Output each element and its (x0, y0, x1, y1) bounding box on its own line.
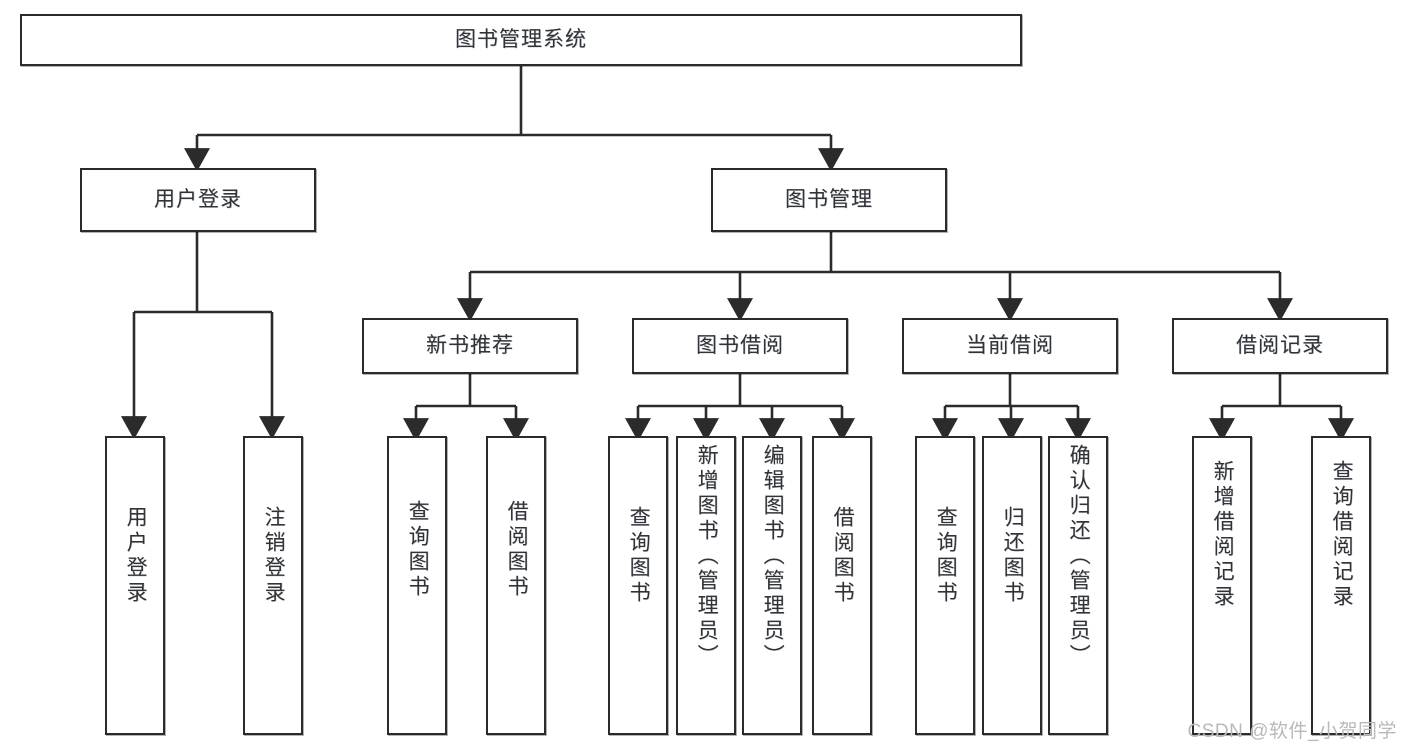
node-root[interactable]: 图书管理系统 (20, 14, 1022, 66)
node-user-login[interactable]: 用户登录 (80, 168, 316, 232)
node-root-label: 图书管理系统 (455, 27, 587, 51)
node-book-borrow-label: 图书借阅 (696, 333, 784, 357)
node-leaf-add-record[interactable]: 新增借阅记录 (1192, 436, 1252, 735)
node-borrow-record[interactable]: 借阅记录 (1172, 318, 1388, 374)
node-book-borrow[interactable]: 图书借阅 (632, 318, 848, 374)
node-leaf-query-book-3[interactable]: 查询图书 (915, 436, 975, 735)
node-leaf-user-logout[interactable]: 注销登录 (243, 436, 303, 735)
node-leaf-borrow-book-2[interactable]: 借阅图书 (812, 436, 872, 735)
node-leaf-return-book-label: 归还图书 (1001, 506, 1025, 606)
node-leaf-query-book-1[interactable]: 查询图书 (387, 436, 447, 735)
node-new-book-rec[interactable]: 新书推荐 (362, 318, 578, 374)
node-leaf-borrow-book-1[interactable]: 借阅图书 (486, 436, 546, 735)
node-leaf-add-book[interactable]: 新增图书（管理员） (676, 436, 736, 735)
node-current-borrow[interactable]: 当前借阅 (902, 318, 1118, 374)
watermark: CSDN @软件_小贺同学 (1187, 721, 1397, 742)
node-leaf-query-record[interactable]: 查询借阅记录 (1311, 436, 1371, 735)
node-current-borrow-label: 当前借阅 (966, 333, 1054, 357)
node-leaf-query-book-1-label: 查询图书 (406, 500, 430, 600)
node-leaf-user-login-label: 用户登录 (124, 506, 148, 606)
node-new-book-rec-label: 新书推荐 (426, 333, 514, 357)
node-leaf-query-book-3-label: 查询图书 (934, 506, 958, 606)
node-book-manage-label: 图书管理 (785, 187, 873, 211)
node-leaf-confirm-return[interactable]: 确认归还（管理员） (1048, 436, 1108, 735)
node-leaf-confirm-return-label: 确认归还（管理员） (1067, 444, 1091, 669)
node-leaf-query-book-2-label: 查询图书 (627, 506, 651, 606)
node-leaf-add-record-label: 新增借阅记录 (1211, 460, 1235, 610)
node-book-manage[interactable]: 图书管理 (711, 168, 947, 232)
node-user-login-label: 用户登录 (154, 187, 242, 211)
node-leaf-return-book[interactable]: 归还图书 (982, 436, 1042, 735)
node-leaf-edit-book[interactable]: 编辑图书（管理员） (742, 436, 802, 735)
node-leaf-add-book-label: 新增图书（管理员） (695, 444, 719, 669)
node-leaf-edit-book-label: 编辑图书（管理员） (761, 444, 785, 669)
node-leaf-user-logout-label: 注销登录 (262, 506, 286, 606)
node-leaf-user-login[interactable]: 用户登录 (105, 436, 165, 735)
node-leaf-borrow-book-1-label: 借阅图书 (505, 500, 529, 600)
node-leaf-borrow-book-2-label: 借阅图书 (831, 506, 855, 606)
node-leaf-query-record-label: 查询借阅记录 (1330, 460, 1354, 610)
node-borrow-record-label: 借阅记录 (1236, 333, 1324, 357)
node-leaf-query-book-2[interactable]: 查询图书 (608, 436, 668, 735)
